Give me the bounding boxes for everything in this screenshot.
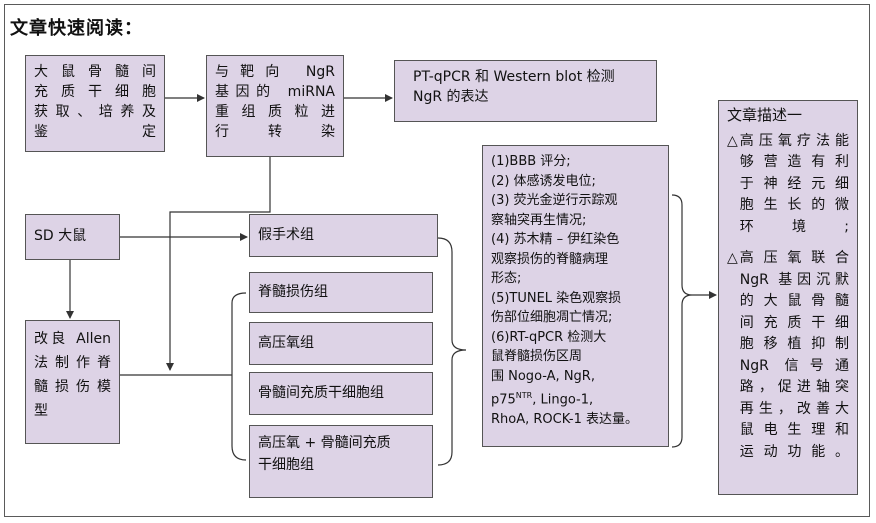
sci-group-text: 脊髓损伤组 <box>258 284 328 300</box>
allen-model-text: 改良 Allen 法制作脊 髓损伤模 型 <box>34 331 111 419</box>
summary-point-2: △ 高压氧联合 NgR 基因沉默 的大鼠骨髓 间充质干细 胞移植抑制 NgR 信… <box>727 248 849 463</box>
assessment-item-6: (6)RT-qPCR 检测大 鼠脊髓损伤区周 围 Nogo-A, NgR, p7… <box>491 329 607 408</box>
bracket-assessments <box>671 194 693 448</box>
assessment-item-5: (5)TUNEL 染色观察损 伤部位细胞凋亡情况; <box>491 290 622 326</box>
msc-culture-box: 大鼠骨髓间 充质干细胞 获取、培养及 鉴定 <box>25 55 165 152</box>
ngr-detection-text: PT-qPCR 和 Western blot 检测 NgR 的表达 <box>413 69 615 105</box>
plasmid-transfection-box: 与靶向 NgR 基因的 miRNA 重组质粒进 行转染 <box>206 55 344 157</box>
assessment-item-6-cont: Lingo-1, RhoA, ROCK-1 表达量。 <box>491 392 638 427</box>
assessment-box: (1)BBB 评分; (2) 体感诱发电位; (3) 荧光金逆行示踪观 察轴突再… <box>482 145 669 447</box>
hbo-group-box: 高压氧组 <box>249 322 433 365</box>
hbo-group-text: 高压氧组 <box>258 335 314 351</box>
bracket-groups-right <box>437 237 467 466</box>
assessment-item-1: (1)BBB 评分; <box>491 154 571 169</box>
outer-frame <box>4 4 870 517</box>
ntr-superscript: NTR <box>515 391 533 400</box>
msc-group-text: 骨髓间充质干细胞组 <box>258 385 384 401</box>
allen-model-box: 改良 Allen 法制作脊 髓损伤模 型 <box>25 320 120 444</box>
ngr-detection-box: PT-qPCR 和 Western blot 检测 NgR 的表达 <box>394 60 657 122</box>
summary-point-1-text: 高压氧疗法能 够营造有利 于神经元细 胞生长的微 环境; <box>739 132 849 235</box>
summary-box: 文章描述一 △ 高压氧疗法能 够营造有利 于神经元细 胞生长的微 环境; △ 高… <box>718 100 858 495</box>
plasmid-transfection-text: 与靶向 NgR 基因的 miRNA 重组质粒进 行转染 <box>215 64 335 140</box>
combo-group-box: 高压氧 + 骨髓间充质 干细胞组 <box>249 425 433 498</box>
arrow-plasmid-to-allen <box>166 157 271 371</box>
assessment-item-4: (4) 苏木精 – 伊红染色 观察损伤的脊髓病理 形态; <box>491 232 620 286</box>
sd-rats-box: SD 大鼠 <box>25 214 120 260</box>
sci-group-box: 脊髓损伤组 <box>249 272 433 313</box>
bullet-triangle-icon: △ <box>727 250 738 266</box>
assessment-item-6-wrap: (6)RT-qPCR 检测大 鼠脊髓损伤区周 围 Nogo-A, NgR, p7… <box>491 329 638 427</box>
summary-point-1: △ 高压氧疗法能 够营造有利 于神经元细 胞生长的微 环境; <box>727 131 849 239</box>
summary-title: 文章描述一 <box>727 106 803 124</box>
sham-group-text: 假手术组 <box>258 227 314 243</box>
msc-group-box: 骨髓间充质干细胞组 <box>249 372 433 415</box>
sd-rats-text: SD 大鼠 <box>34 228 87 244</box>
msc-culture-text: 大鼠骨髓间 充质干细胞 获取、培养及 鉴定 <box>34 64 156 140</box>
assessment-item-3: (3) 荧光金逆行示踪观 察轴突再生情况; <box>491 193 618 228</box>
combo-group-text: 高压氧 + 骨髓间充质 干细胞组 <box>258 435 391 473</box>
bullet-triangle-icon: △ <box>727 132 738 149</box>
sham-group-box: 假手术组 <box>249 214 438 257</box>
page-title: 文章快速阅读： <box>10 18 143 39</box>
assessment-item-2: (2) 体感诱发电位; <box>491 173 596 189</box>
summary-point-2-text: 高压氧联合 NgR 基因沉默 的大鼠骨髓 间充质干细 胞移植抑制 NgR 信号通… <box>739 250 849 460</box>
bracket-injury-groups <box>231 292 247 461</box>
